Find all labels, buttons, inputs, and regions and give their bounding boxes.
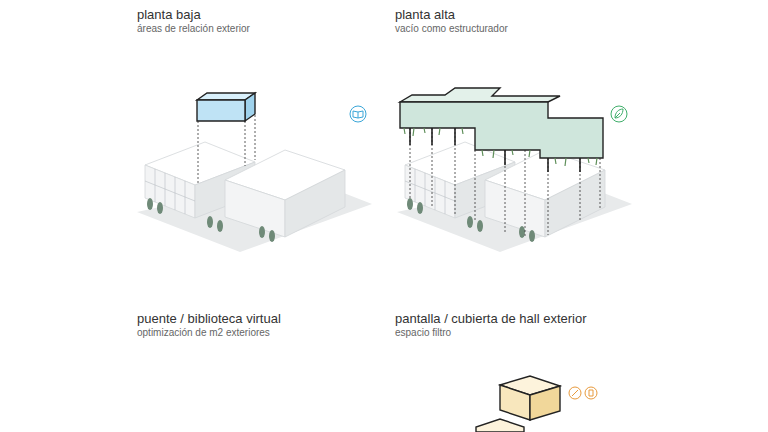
bridge-volume bbox=[245, 93, 255, 121]
icon-book bbox=[350, 106, 366, 122]
glass-frame bbox=[415, 169, 416, 202]
column-line bbox=[600, 158, 601, 210]
tree bbox=[157, 202, 163, 214]
projection-line bbox=[198, 115, 255, 183]
glass-frame bbox=[155, 169, 156, 202]
tree bbox=[147, 198, 153, 210]
tree bbox=[259, 226, 265, 238]
tree bbox=[417, 202, 423, 214]
glass-frame bbox=[185, 181, 186, 214]
column-line bbox=[548, 158, 549, 235]
bridge-volume bbox=[197, 93, 255, 121]
glass-frame bbox=[175, 177, 176, 210]
vine bbox=[404, 128, 463, 136]
icon-leaf bbox=[611, 106, 627, 122]
icon-book bbox=[350, 106, 366, 122]
glass-frame bbox=[445, 181, 446, 214]
icon-sun bbox=[572, 390, 593, 396]
column-line bbox=[580, 158, 581, 220]
projection-line bbox=[198, 121, 199, 183]
tree bbox=[217, 220, 223, 232]
glass-frame bbox=[145, 181, 195, 201]
panel-subtitle: optimización de m2 exteriores bbox=[137, 327, 270, 339]
column bbox=[431, 128, 433, 145]
tree bbox=[147, 198, 535, 242]
icon-leaf bbox=[611, 106, 627, 122]
column-line bbox=[525, 150, 526, 238]
green-roof bbox=[400, 88, 560, 102]
panel-heading: planta baja bbox=[137, 8, 201, 23]
tree bbox=[467, 216, 473, 228]
column-line bbox=[505, 150, 506, 232]
column-line bbox=[410, 128, 411, 200]
bridge-volume bbox=[197, 100, 245, 121]
screen-volume bbox=[476, 376, 560, 432]
projection-line bbox=[245, 121, 246, 166]
building-block bbox=[405, 165, 455, 218]
glass-frame bbox=[165, 173, 166, 206]
column bbox=[547, 158, 549, 172]
tree bbox=[207, 216, 213, 228]
glass-frame bbox=[405, 181, 455, 201]
vine bbox=[555, 158, 597, 166]
column-line bbox=[475, 150, 476, 222]
icon-leaf bbox=[615, 109, 623, 118]
column bbox=[504, 150, 506, 165]
glass-frame bbox=[425, 173, 426, 206]
icon-sun bbox=[585, 387, 597, 399]
glass-frame bbox=[145, 169, 455, 214]
panel-subtitle: áreas de relación exterior bbox=[137, 23, 250, 35]
building-block bbox=[145, 165, 195, 218]
green-roof bbox=[400, 88, 603, 158]
projection-line bbox=[255, 115, 256, 160]
column bbox=[409, 128, 411, 145]
panel-subtitle: vacío como estructurador bbox=[395, 23, 508, 35]
building-block bbox=[545, 170, 605, 237]
panel-subtitle: espacio filtro bbox=[395, 327, 451, 339]
screen-volume bbox=[476, 419, 524, 432]
column-line bbox=[432, 128, 433, 208]
panel-heading: pantalla / cubierta de hall exterior bbox=[395, 312, 587, 327]
tree bbox=[477, 220, 483, 232]
tree bbox=[407, 198, 413, 210]
icon-book bbox=[353, 111, 363, 118]
icon-sun bbox=[569, 387, 597, 399]
tree bbox=[529, 230, 535, 242]
column-line bbox=[455, 128, 456, 216]
building-block bbox=[285, 170, 345, 237]
tree bbox=[519, 226, 525, 238]
building-block bbox=[225, 180, 285, 237]
glass-frame bbox=[435, 177, 436, 210]
green-roof bbox=[400, 102, 603, 158]
vine bbox=[482, 150, 530, 158]
column bbox=[454, 128, 456, 145]
panel-heading: planta alta bbox=[395, 8, 455, 23]
screen-volume bbox=[530, 386, 560, 420]
column bbox=[579, 158, 581, 172]
tree bbox=[269, 230, 275, 242]
building-block bbox=[145, 142, 605, 237]
panel-heading: puente / biblioteca virtual bbox=[137, 312, 281, 327]
building-block bbox=[485, 180, 545, 237]
vine bbox=[404, 128, 597, 166]
screen-volume bbox=[500, 385, 530, 420]
